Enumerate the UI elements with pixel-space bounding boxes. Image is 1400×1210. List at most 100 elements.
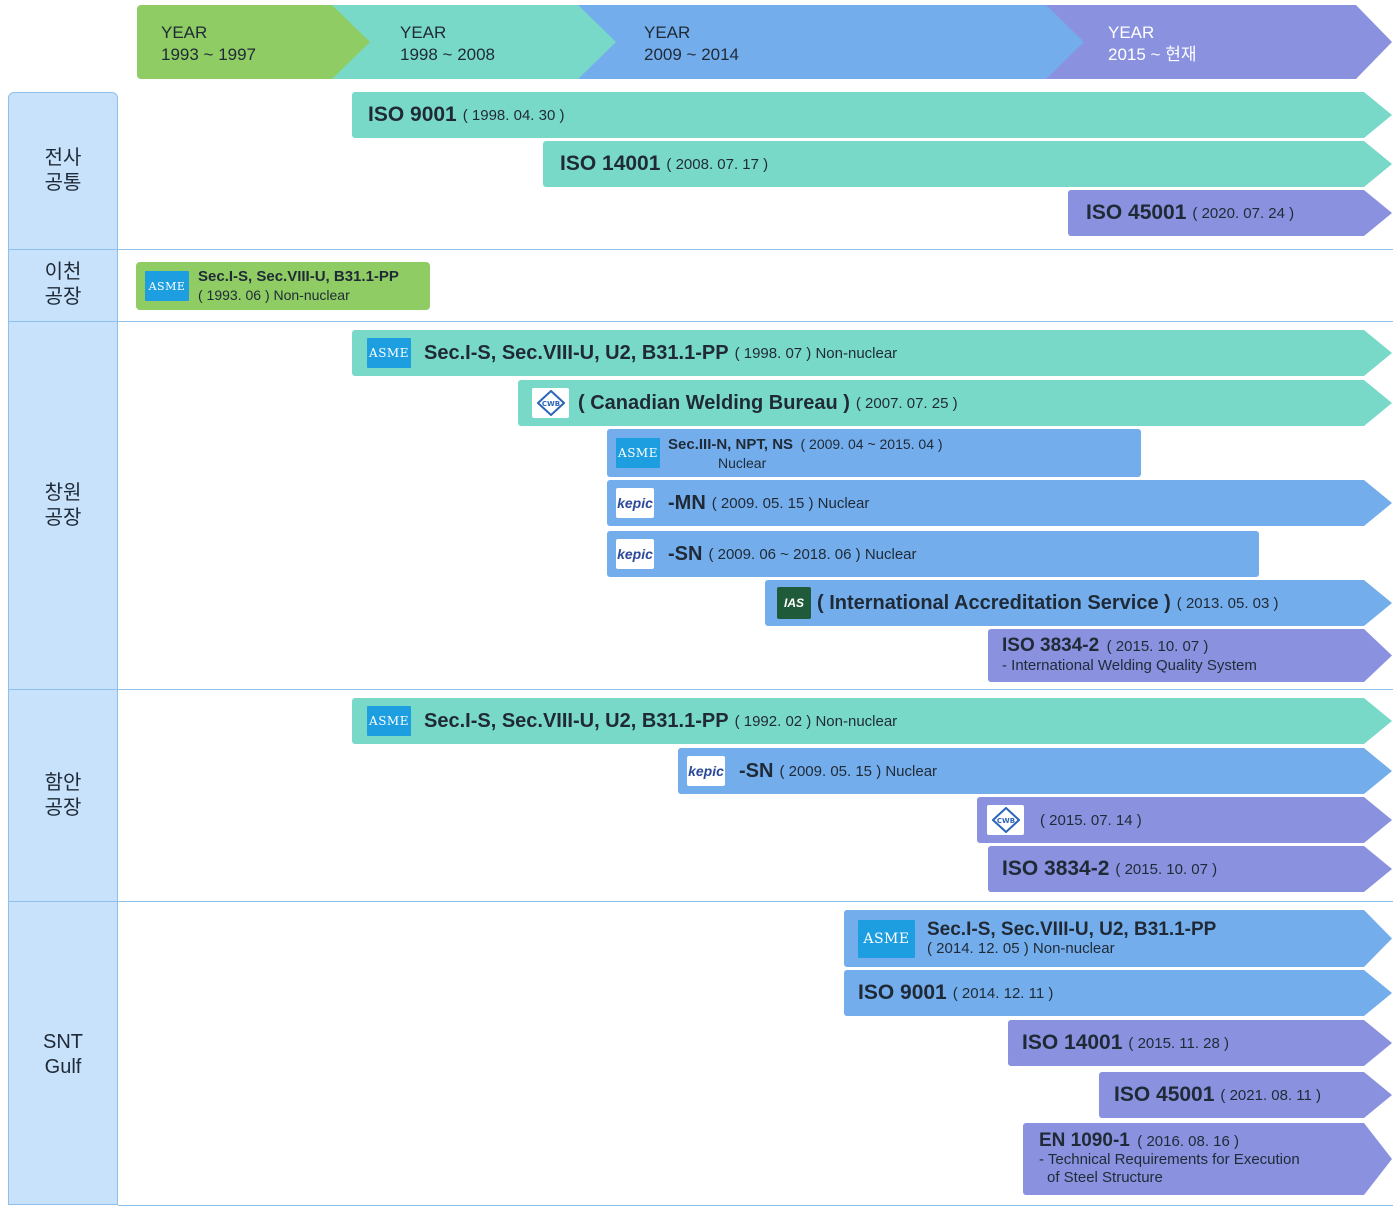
period-range: 1993 ~ 1997	[161, 45, 257, 64]
cwb-logo-icon: CWB	[987, 805, 1024, 835]
cert-text: Sec.I-S, Sec.VIII-U, B31.1-PP ( 1993. 06…	[198, 267, 399, 305]
cert-bar-asme-nuclear: ASME Sec.III-N, NPT, NS ( 2009. 04 ~ 201…	[607, 429, 1141, 477]
row-label-line: Gulf	[44, 1056, 82, 1078]
asme-logo-icon: ASME	[367, 706, 411, 736]
row-divider	[8, 901, 118, 902]
cert-date: ( 1993. 06 ) Non-nuclear	[198, 287, 350, 303]
cert-date: ( 2014. 12. 05 ) Non-nuclear	[927, 939, 1115, 957]
cert-title: ISO 14001	[560, 152, 661, 175]
cwb-shape: CWB	[992, 807, 1020, 833]
cert-title: ISO 45001	[1086, 201, 1187, 224]
row-label-line: 이천	[44, 261, 82, 283]
cert-date: ( 2009. 05. 15 ) Nuclear	[711, 494, 870, 512]
row-label-snt-gulf: SNT Gulf	[8, 1030, 118, 1080]
cwb-shape: CWB	[537, 390, 565, 416]
cert-text: Sec.I-S, Sec.VIII-U, U2, B31.1-PP ( 2014…	[927, 920, 1216, 958]
row-divider	[118, 689, 1393, 690]
row-label-line: 공장	[44, 507, 82, 529]
row-label-haman-plant: 함안 공장	[8, 771, 118, 821]
period-1998-2008: YEAR 1998 ~ 2008	[332, 5, 620, 79]
row-label-changwon-plant: 창원 공장	[8, 481, 118, 531]
period-range: 2009 ~ 2014	[644, 45, 740, 64]
cert-note: Nuclear	[718, 454, 767, 471]
kepic-logo-icon: kepic	[616, 488, 654, 518]
cert-bar-iso45001: ISO 45001 ( 2020. 07. 24 )	[1068, 190, 1392, 236]
row-label-line: 창원	[44, 482, 82, 504]
cert-title: Sec.I-S, Sec.VIII-U, U2, B31.1-PP	[424, 709, 729, 732]
period-label: YEAR	[1108, 23, 1155, 42]
cert-text: Sec.III-N, NPT, NS ( 2009. 04 ~ 2015. 04…	[668, 435, 943, 472]
cert-title: Sec.I-S, Sec.VIII-U, U2, B31.1-PP	[424, 341, 729, 364]
cert-bar-en1090-gulf: EN 1090-1 ( 2016. 08. 16 ) - Technical R…	[1023, 1123, 1392, 1195]
cert-date: ( 2021. 08. 11 )	[1220, 1086, 1322, 1104]
cert-bar-iso14001: ISO 14001 ( 2008. 07. 17 )	[543, 141, 1392, 187]
cert-title: ISO 9001	[368, 103, 457, 126]
cert-bar-kepic-sn-haman: kepic -SN ( 2009. 05. 15 ) Nuclear	[678, 748, 1392, 794]
period-2009-2014: YEAR 2009 ~ 2014	[578, 5, 1096, 79]
cert-bar-cwb-changwon: CWB ( Canadian Welding Bureau ) ( 2007. …	[518, 380, 1392, 426]
cert-bar-asme-icheon: ASME Sec.I-S, Sec.VIII-U, B31.1-PP ( 199…	[136, 262, 430, 310]
period-range: 2015 ~ 현재	[1108, 45, 1197, 64]
cert-date: ( 2009. 04 ~ 2015. 04 )	[800, 435, 943, 452]
asme-logo-icon: ASME	[145, 271, 189, 301]
cert-bar-iso14001-gulf: ISO 14001 ( 2015. 11. 28 )	[1008, 1020, 1392, 1066]
cert-bar-cwb-haman: CWB ( 2015. 07. 14 )	[977, 797, 1392, 843]
cert-bar-iso45001-gulf: ISO 45001 ( 2021. 08. 11 )	[1099, 1072, 1392, 1118]
cert-bar-iso9001-gulf: ISO 9001 ( 2014. 12. 11 )	[844, 970, 1392, 1016]
period-range: 1998 ~ 2008	[400, 45, 496, 64]
cert-date: ( 2007. 07. 25 )	[855, 394, 958, 412]
cert-date: ( 2015. 07. 14 )	[1040, 811, 1142, 829]
kepic-logo-icon: kepic	[687, 756, 725, 786]
cert-date: ( 1998. 04. 30 )	[462, 106, 565, 124]
cert-note: - International Welding Quality System	[1002, 657, 1257, 674]
row-divider	[8, 249, 118, 250]
period-label: YEAR	[161, 23, 208, 42]
cwb-logo-text: CWB	[996, 817, 1014, 825]
row-label-company-wide: 전사 공통	[8, 146, 118, 196]
row-label-line: 전사	[44, 147, 82, 169]
row-label-line: SNT	[43, 1031, 83, 1053]
asme-logo-icon: ASME	[858, 920, 915, 958]
cert-note: of Steel Structure	[1047, 1168, 1163, 1186]
row-divider	[118, 901, 1393, 902]
cert-date: ( 2009. 05. 15 ) Nuclear	[779, 762, 938, 780]
cert-bar-iso9001: ISO 9001 ( 1998. 04. 30 )	[352, 92, 1392, 138]
kepic-logo-icon: kepic	[616, 539, 654, 569]
period-2015-present: YEAR 2015 ~ 현재	[1046, 5, 1392, 79]
cert-date: ( 2013. 05. 03 )	[1176, 594, 1279, 612]
cert-title: -MN	[668, 491, 706, 514]
cwb-logo-icon: CWB	[532, 388, 569, 418]
cert-date: ( 2008. 07. 17 )	[666, 155, 769, 173]
cert-title: EN 1090-1	[1039, 1129, 1130, 1151]
cwb-logo-text: CWB	[541, 400, 559, 408]
period-label: YEAR	[400, 23, 447, 42]
cert-note: - Technical Requirements for Execution	[1039, 1150, 1300, 1168]
cert-title: -SN	[739, 759, 774, 782]
row-label-line: 함안	[44, 772, 82, 794]
asme-logo-icon: ASME	[367, 338, 411, 368]
cert-date: ( 2015. 10. 07 )	[1115, 860, 1218, 878]
cert-date: ( 2015. 11. 28 )	[1128, 1034, 1230, 1052]
cert-date: ( 1992. 02 ) Non-nuclear	[734, 712, 898, 730]
cert-title: ISO 45001	[1114, 1083, 1215, 1106]
cert-bar-kepic-sn: kepic -SN ( 2009. 06 ~ 2018. 06 ) Nuclea…	[607, 531, 1259, 577]
ias-logo-icon: IAS	[777, 587, 811, 619]
cert-title: ( International Accreditation Service )	[817, 591, 1171, 614]
cert-bar-iso3834-haman: ISO 3834-2 ( 2015. 10. 07 )	[988, 846, 1392, 892]
row-divider	[8, 321, 118, 322]
cert-title: Sec.I-S, Sec.VIII-U, B31.1-PP	[198, 268, 399, 285]
cert-date: ( 2020. 07. 24 )	[1192, 204, 1295, 222]
row-label-line: 공장	[44, 286, 82, 308]
cert-bar-ias: IAS ( International Accreditation Servic…	[765, 580, 1392, 626]
bottom-divider	[118, 1205, 1393, 1206]
cert-title: ISO 3834-2	[1002, 857, 1110, 880]
cert-title: ISO 9001	[858, 981, 947, 1004]
cert-title: Sec.III-N, NPT, NS	[668, 435, 794, 453]
cert-bar-asme-changwon: ASME Sec.I-S, Sec.VIII-U, U2, B31.1-PP (…	[352, 330, 1392, 376]
cert-text: EN 1090-1 ( 2016. 08. 16 ) - Technical R…	[1039, 1132, 1300, 1187]
period-1993-1997: YEAR 1993 ~ 1997	[137, 5, 377, 79]
cert-title: ( Canadian Welding Bureau )	[578, 391, 850, 414]
cert-bar-asme-haman: ASME Sec.I-S, Sec.VIII-U, U2, B31.1-PP (…	[352, 698, 1392, 744]
cert-title: ISO 3834-2	[1002, 635, 1100, 656]
row-divider	[118, 249, 1393, 250]
